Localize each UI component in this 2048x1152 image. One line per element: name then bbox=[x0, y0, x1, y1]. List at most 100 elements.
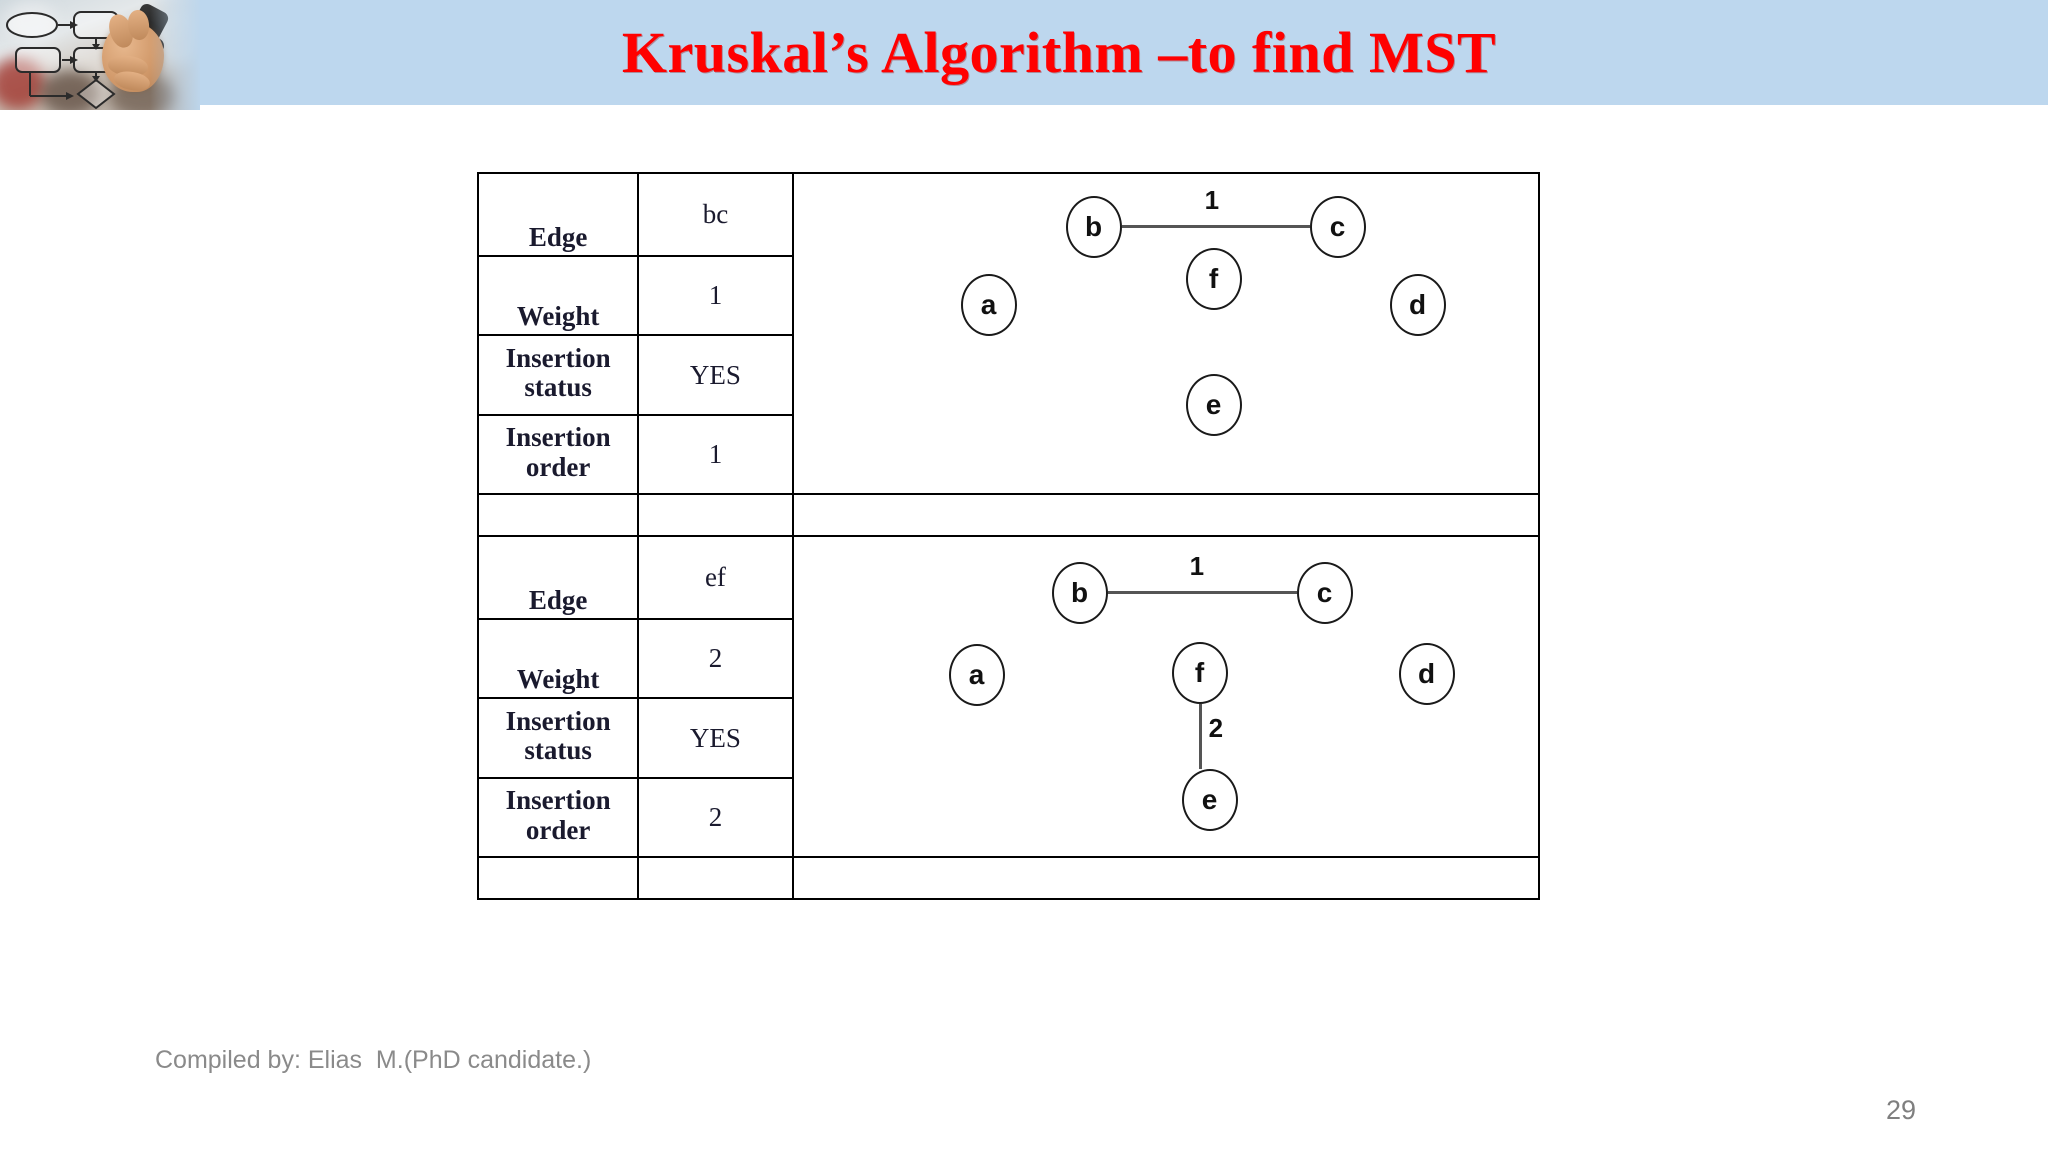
graph-node-label: f bbox=[1194, 657, 1205, 688]
label-line-1: Insertion bbox=[505, 422, 611, 453]
kruskal-steps-table: Edge bc 1 b c a bbox=[476, 172, 1541, 900]
cell-label-weight-2: Weight bbox=[476, 618, 640, 699]
graph-node-label: d bbox=[1409, 289, 1427, 320]
graph-node-label: b bbox=[1071, 577, 1089, 608]
value-insertion-order-step2: 2 bbox=[708, 802, 723, 832]
cell-label-weight-1: Weight bbox=[476, 255, 640, 336]
cell-graph-step1: 1 b c a f d bbox=[791, 172, 1541, 495]
graph-node-d: d bbox=[1398, 643, 1455, 705]
table-row: Weight 2 bbox=[476, 618, 1539, 699]
cell-label-insertion-status-2: Insertion status bbox=[476, 697, 640, 779]
graph-node-label: a bbox=[968, 659, 985, 690]
table-row: Weight 1 bbox=[476, 255, 1539, 336]
slide-title: Kruskal’s Algorithm –to find MST bbox=[621, 20, 1497, 85]
cell-label-insertion-status-1: Insertion status bbox=[476, 334, 640, 416]
table-row: Insertion status YES bbox=[476, 334, 1539, 416]
graph-edge-b-c bbox=[1107, 591, 1297, 594]
table-row: Edge ef 1 2 b c a bbox=[476, 535, 1541, 858]
label-weight: Weight bbox=[516, 300, 600, 331]
graph-node-e: e bbox=[1185, 374, 1242, 436]
label-line-2: order bbox=[525, 814, 591, 845]
header-banner: Kruskal’s Algorithm –to find MST bbox=[0, 0, 2048, 110]
value-weight-step2: 2 bbox=[708, 643, 723, 673]
graph-edge-weight-b-c: 1 bbox=[1189, 551, 1205, 581]
spacer-cell-label bbox=[476, 856, 640, 900]
graph-node-label: c bbox=[1316, 577, 1333, 608]
cell-label-insertion-order-2: Insertion order bbox=[476, 777, 640, 858]
graph-edge-b-c bbox=[1121, 225, 1310, 228]
value-insertion-order-step1: 1 bbox=[708, 439, 723, 469]
graph-node-label: e bbox=[1205, 389, 1222, 420]
graph-node-c: c bbox=[1309, 196, 1366, 258]
cell-value-insertion-status-2: YES bbox=[637, 697, 794, 779]
value-weight-step1: 1 bbox=[708, 280, 723, 310]
page-number: 29 bbox=[1886, 1095, 1917, 1125]
label-weight: Weight bbox=[516, 663, 600, 694]
label-insertion-status: Insertion status bbox=[479, 699, 637, 777]
value-insertion-status-step1: YES bbox=[689, 359, 741, 390]
graph-node-f: f bbox=[1171, 642, 1228, 704]
thumbnail-fade-overlay bbox=[150, 0, 200, 110]
label-line-2: status bbox=[524, 372, 592, 402]
label-insertion-order: Insertion order bbox=[479, 416, 637, 493]
graph-node-label: e bbox=[1201, 784, 1218, 815]
label-line-1: Insertion bbox=[505, 342, 611, 373]
spacer-cell-diagram bbox=[791, 856, 1541, 900]
table-row: Edge bc 1 b c a bbox=[476, 172, 1541, 495]
cell-value-edge-2: ef bbox=[637, 535, 794, 620]
cell-label-edge-2: Edge bbox=[476, 535, 640, 620]
graph-diagram-step1: 1 b c a f d bbox=[794, 174, 1538, 493]
spacer-cell-value bbox=[637, 493, 794, 537]
thumb-backdrop-blob bbox=[0, 58, 46, 110]
spacer-cell-label bbox=[476, 493, 640, 537]
flowchart-line-art-icon bbox=[6, 11, 119, 110]
graph-edge-f-e bbox=[1198, 704, 1202, 769]
graph-edge-weight-f-e: 2 bbox=[1208, 713, 1224, 743]
table-row: Insertion order 1 bbox=[476, 414, 1539, 495]
graph-node-e: e bbox=[1181, 769, 1238, 831]
graph-node-f: f bbox=[1185, 248, 1242, 310]
graph-node-label: f bbox=[1208, 263, 1219, 294]
cell-graph-step2: 1 2 b c a f d bbox=[791, 535, 1541, 858]
graph-node-c: c bbox=[1296, 562, 1353, 624]
header-thumbnail-image bbox=[0, 0, 200, 110]
spacer-cell-value bbox=[637, 856, 794, 900]
table-spacer-row bbox=[476, 493, 1541, 537]
graph-node-a: a bbox=[948, 644, 1005, 706]
cell-value-insertion-order-2: 2 bbox=[637, 777, 794, 858]
graph-node-label: b bbox=[1085, 211, 1103, 242]
thumb-backdrop-blob bbox=[5, 2, 57, 42]
cell-value-insertion-status-1: YES bbox=[637, 334, 794, 416]
graph-node-label: c bbox=[1329, 211, 1346, 242]
cell-label-insertion-order-1: Insertion order bbox=[476, 414, 640, 495]
graph-node-b: b bbox=[1051, 562, 1108, 624]
label-line-2: order bbox=[525, 451, 591, 482]
graph-node-label: a bbox=[980, 289, 997, 320]
value-edge-step1: bc bbox=[702, 199, 729, 229]
graph-node-d: d bbox=[1389, 274, 1446, 336]
table-row: Insertion status YES bbox=[476, 697, 1539, 779]
graph-node-label: d bbox=[1418, 658, 1436, 689]
label-edge: Edge bbox=[528, 221, 588, 252]
label-line-2: status bbox=[524, 735, 592, 765]
cell-value-edge-1: bc bbox=[637, 172, 794, 257]
value-edge-step2: ef bbox=[704, 562, 726, 592]
table-spacer-row bbox=[476, 856, 1541, 900]
graph-edge-weight-b-c: 1 bbox=[1204, 185, 1220, 215]
label-line-1: Insertion bbox=[505, 705, 611, 736]
label-insertion-status: Insertion status bbox=[479, 336, 637, 414]
graph-diagram-step2: 1 2 b c a f d bbox=[794, 537, 1538, 856]
cell-label-edge-1: Edge bbox=[476, 172, 640, 257]
label-line-1: Insertion bbox=[505, 785, 611, 816]
value-insertion-status-step2: YES bbox=[689, 722, 741, 753]
cell-value-weight-1: 1 bbox=[637, 255, 794, 336]
label-insertion-order: Insertion order bbox=[479, 779, 637, 856]
footer-credit: Compiled by: Elias M.(PhD candidate.) bbox=[155, 1046, 592, 1074]
graph-node-b: b bbox=[1065, 196, 1122, 258]
spacer-cell-diagram bbox=[791, 493, 1541, 537]
graph-node-a: a bbox=[960, 274, 1017, 336]
cell-value-weight-2: 2 bbox=[637, 618, 794, 699]
table-row: Insertion order 2 bbox=[476, 777, 1539, 858]
cell-value-insertion-order-1: 1 bbox=[637, 414, 794, 495]
label-edge: Edge bbox=[528, 584, 588, 615]
